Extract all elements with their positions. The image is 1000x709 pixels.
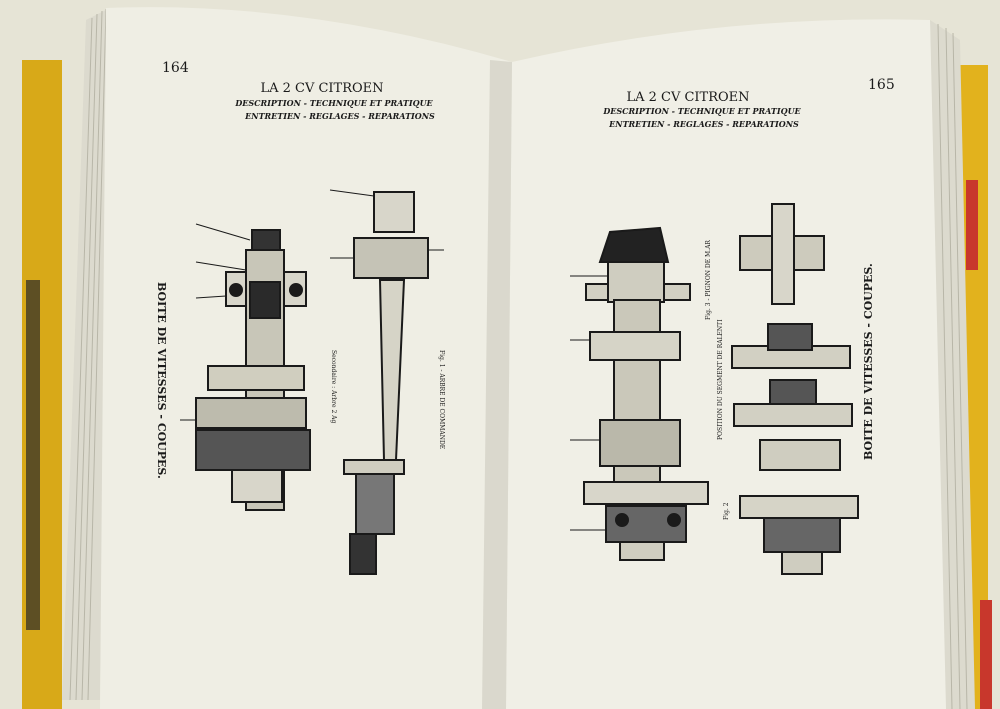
left-header: 164 LA 2 CV CITROEN DESCRIPTION - TECHNI… — [162, 60, 435, 121]
left-page-title: LA 2 CV CITROEN — [260, 81, 383, 96]
left-fig-caption-2: Secondaire : Arbre 2 Ag — [330, 350, 337, 424]
right-side-caption: BOITE DE VITESSES - COUPES. — [862, 263, 875, 460]
gearbox-section-drawing-left — [180, 223, 311, 511]
right-fig-caption-1: Fig. 3 - PIGNON DE M.AR — [705, 240, 712, 320]
page-stack-left — [62, 8, 110, 701]
right-subtitle-1: DESCRIPTION - TECHNIQUE ET PRATIQUE — [602, 106, 801, 116]
book-cover — [22, 60, 992, 709]
left-side-caption: BOITE DE VITESSES - COUPES. — [155, 282, 168, 479]
control-shaft-drawing — [329, 189, 444, 575]
gear-parts-drawing — [731, 203, 859, 575]
right-subtitle-2: ENTRETIEN - REGLAGES - REPARATIONS — [608, 119, 799, 129]
gutter-shadow — [482, 60, 512, 709]
right-header: 165 LA 2 CV CITROEN DESCRIPTION - TECHNI… — [602, 77, 894, 129]
gearbox-section-drawing-right — [570, 226, 709, 561]
left-fig-caption-1: Fig. 1 - ARBRE DE COMMANDE — [438, 350, 445, 449]
left-page — [100, 7, 512, 709]
right-fig-caption-3: Fig. 2 — [723, 502, 730, 520]
left-page-number: 164 — [162, 60, 189, 76]
right-fig-caption-2: POSITION DU SEGMENT DE RALENTI — [717, 319, 724, 440]
left-subtitle-1: DESCRIPTION - TECHNIQUE ET PRATIQUE — [234, 98, 433, 108]
right-page-title: LA 2 CV CITROEN — [626, 90, 749, 105]
right-page-number: 165 — [868, 77, 895, 93]
left-subtitle-2: ENTRETIEN - REGLAGES - REPARATIONS — [244, 111, 435, 121]
